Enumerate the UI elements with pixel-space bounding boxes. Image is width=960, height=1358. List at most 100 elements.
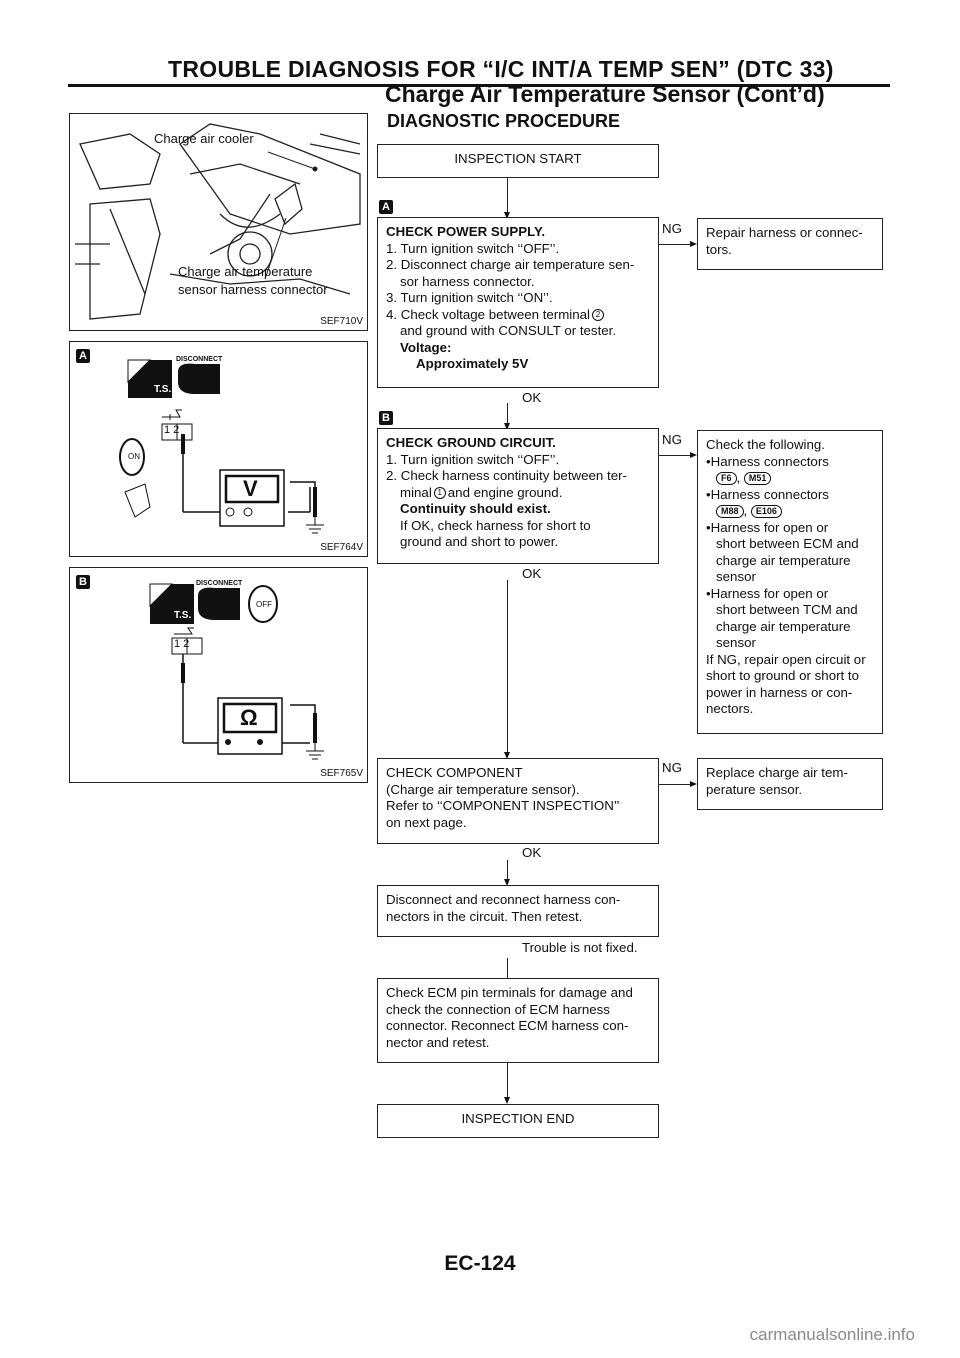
step-c-ok-label: OK (522, 845, 542, 860)
ignition-on-label: ON (128, 452, 140, 461)
callout-sensor-connector-2: sensor harness connector (178, 282, 328, 297)
check-ground-circuit-box: CHECK GROUND CIRCUIT. 1. Turn ignition s… (377, 428, 659, 564)
inspection-end-box: INSPECTION END (377, 1104, 659, 1138)
bullet-text: sensor (716, 635, 756, 650)
action-line: Replace charge air tem- (706, 765, 848, 780)
figure-code: SEF710V (320, 316, 363, 327)
continuity-label: Continuity should exist. (400, 501, 551, 516)
connector-f6-icon: F6 (716, 471, 737, 485)
step-title: CHECK GROUND CIRCUIT. (386, 435, 556, 450)
check-ecm-terminals-box: Check ECM pin terminals for damage and c… (377, 978, 659, 1063)
check-power-supply-box: CHECK POWER SUPPLY. 1. Turn ignition swi… (377, 217, 659, 388)
step-line: Refer to ‘‘COMPONENT INSPECTION’’ (386, 798, 620, 813)
step-line: check the connection of ECM harness (386, 1001, 610, 1017)
note-line: nectors. (706, 701, 754, 716)
step-b-tag-icon: B (379, 411, 393, 425)
continuity-check-diagram (149, 583, 324, 760)
bullet-text: Harness connectors (710, 453, 829, 469)
step-line: CHECK COMPONENT (386, 765, 523, 780)
ts-label: T.S. (154, 384, 172, 395)
page-number: EC-124 (444, 1252, 516, 1275)
inspection-start-label: INSPECTION START (454, 151, 582, 166)
step-line-text: 4. Check voltage between terminal (386, 306, 590, 322)
bullet-text: sensor (716, 569, 756, 584)
bullet-text: Harness for open or (710, 585, 829, 601)
step-line: 1. Turn ignition switch ‘‘OFF’’. (386, 451, 560, 467)
step-line: (Charge air temperature sensor). (386, 781, 580, 797)
step-line: Check ECM pin terminals for damage and (386, 985, 633, 1000)
repair-harness-box: Repair harness or connec- tors. (697, 218, 883, 270)
terminal-1-icon: 1 (433, 486, 446, 499)
ignition-off-label: OFF (256, 600, 272, 609)
step-line: Disconnect and reconnect harness con- (386, 892, 621, 907)
tag-a-icon: A (76, 349, 90, 363)
bullet-text: Harness for open or (710, 519, 829, 535)
bullet-text: short between TCM and (716, 602, 858, 617)
reconnect-harness-box: Disconnect and reconnect harness con- ne… (377, 885, 659, 937)
figure-voltage-check: A DISCONNECT T.S. 1 2 ON V SEF764V (69, 341, 368, 557)
step-a-ok-label: OK (522, 390, 542, 405)
step-line: connector. Reconnect ECM harness con- (386, 1018, 629, 1033)
step-line: 1. Turn ignition switch ‘‘OFF’’. (386, 240, 560, 256)
bullet-text: charge air temperature (716, 552, 851, 568)
connector-e106-icon: E106 (750, 504, 782, 518)
voltage-check-diagram (119, 359, 324, 534)
connector-line: F6, M51 (706, 470, 874, 487)
bullet-text: charge air temperature (716, 618, 851, 634)
step-line: nector and retest. (386, 1034, 490, 1050)
bullet-line: •Harness connectors (706, 486, 829, 502)
bullet-text: short between ECM and (716, 536, 859, 551)
step-b-ng-label: NG (662, 432, 682, 447)
step-line: nectors in the circuit. Then retest. (386, 908, 583, 924)
bullet-text: Harness connectors (710, 486, 829, 502)
step-a-ng-label: NG (662, 221, 682, 236)
voltmeter-symbol: V (243, 476, 258, 501)
note-line: short to ground or short to (706, 668, 859, 683)
action-line: tors. (706, 241, 732, 257)
step-b-ok-label: OK (522, 566, 542, 581)
ts-label: T.S. (174, 610, 192, 621)
terminal-2-icon: 2 (592, 308, 604, 321)
note-line: If NG, repair open circuit or (706, 651, 866, 667)
connector-pins: 1 2 (174, 638, 190, 650)
disconnect-label: DISCONNECT (176, 356, 223, 363)
engine-bay-illustration (75, 123, 361, 320)
page-header-title: TROUBLE DIAGNOSIS FOR “I/C INT/A TEMP SE… (168, 56, 834, 82)
step-line: sor harness connector. (400, 273, 535, 289)
section-title: DIAGNOSTIC PROCEDURE (387, 111, 621, 131)
inspection-end-label: INSPECTION END (461, 1111, 575, 1126)
ohmmeter-symbol: Ω (240, 705, 258, 730)
connector-line: M88, E106 (706, 503, 874, 520)
tag-b-icon: B (76, 575, 90, 589)
figure-code: SEF765V (320, 768, 363, 779)
voltage-value: Approximately 5V (416, 356, 529, 371)
step-line: on next page. (386, 814, 467, 830)
figure-continuity-check: B DISCONNECT T.S. OFF 1 2 Ω SEF765V (69, 567, 368, 783)
action-line: perature sensor. (706, 781, 803, 797)
connector-m51-icon: M51 (743, 471, 772, 485)
step-c-ng-label: NG (662, 760, 682, 775)
bullet-line: •Harness for open or (706, 585, 829, 601)
step-line: and ground with CONSULT or tester. (400, 323, 617, 338)
replace-sensor-box: Replace charge air tem- perature sensor. (697, 758, 883, 810)
step-line-text: minal (400, 484, 432, 500)
check-component-box: CHECK COMPONENT (Charge air temperature … (377, 758, 659, 844)
inspection-start-box: INSPECTION START (377, 144, 659, 178)
step-line: 2. Disconnect charge air temperature sen… (386, 257, 635, 272)
step-line-text: and engine ground. (447, 484, 563, 500)
step-title: CHECK POWER SUPPLY. (386, 224, 546, 239)
action-line: Check the following. (706, 437, 825, 452)
connector-pins: 1 2 (164, 424, 180, 436)
bullet-line: •Harness for open or (706, 519, 829, 535)
step-line: 2. Check harness continuity between ter- (386, 468, 627, 483)
figure-code: SEF764V (320, 542, 363, 553)
disconnect-label: DISCONNECT (196, 580, 243, 587)
page-header-subtitle: Charge Air Temperature Sensor (Cont’d) (385, 81, 825, 107)
step-line: If OK, check harness for short to (400, 517, 591, 533)
action-line: Repair harness or connec- (706, 225, 863, 240)
callout-charge-air-cooler: Charge air cooler (154, 131, 254, 146)
trouble-not-fixed-label: Trouble is not fixed. (522, 940, 638, 955)
note-line: power in harness or con- (706, 684, 853, 700)
